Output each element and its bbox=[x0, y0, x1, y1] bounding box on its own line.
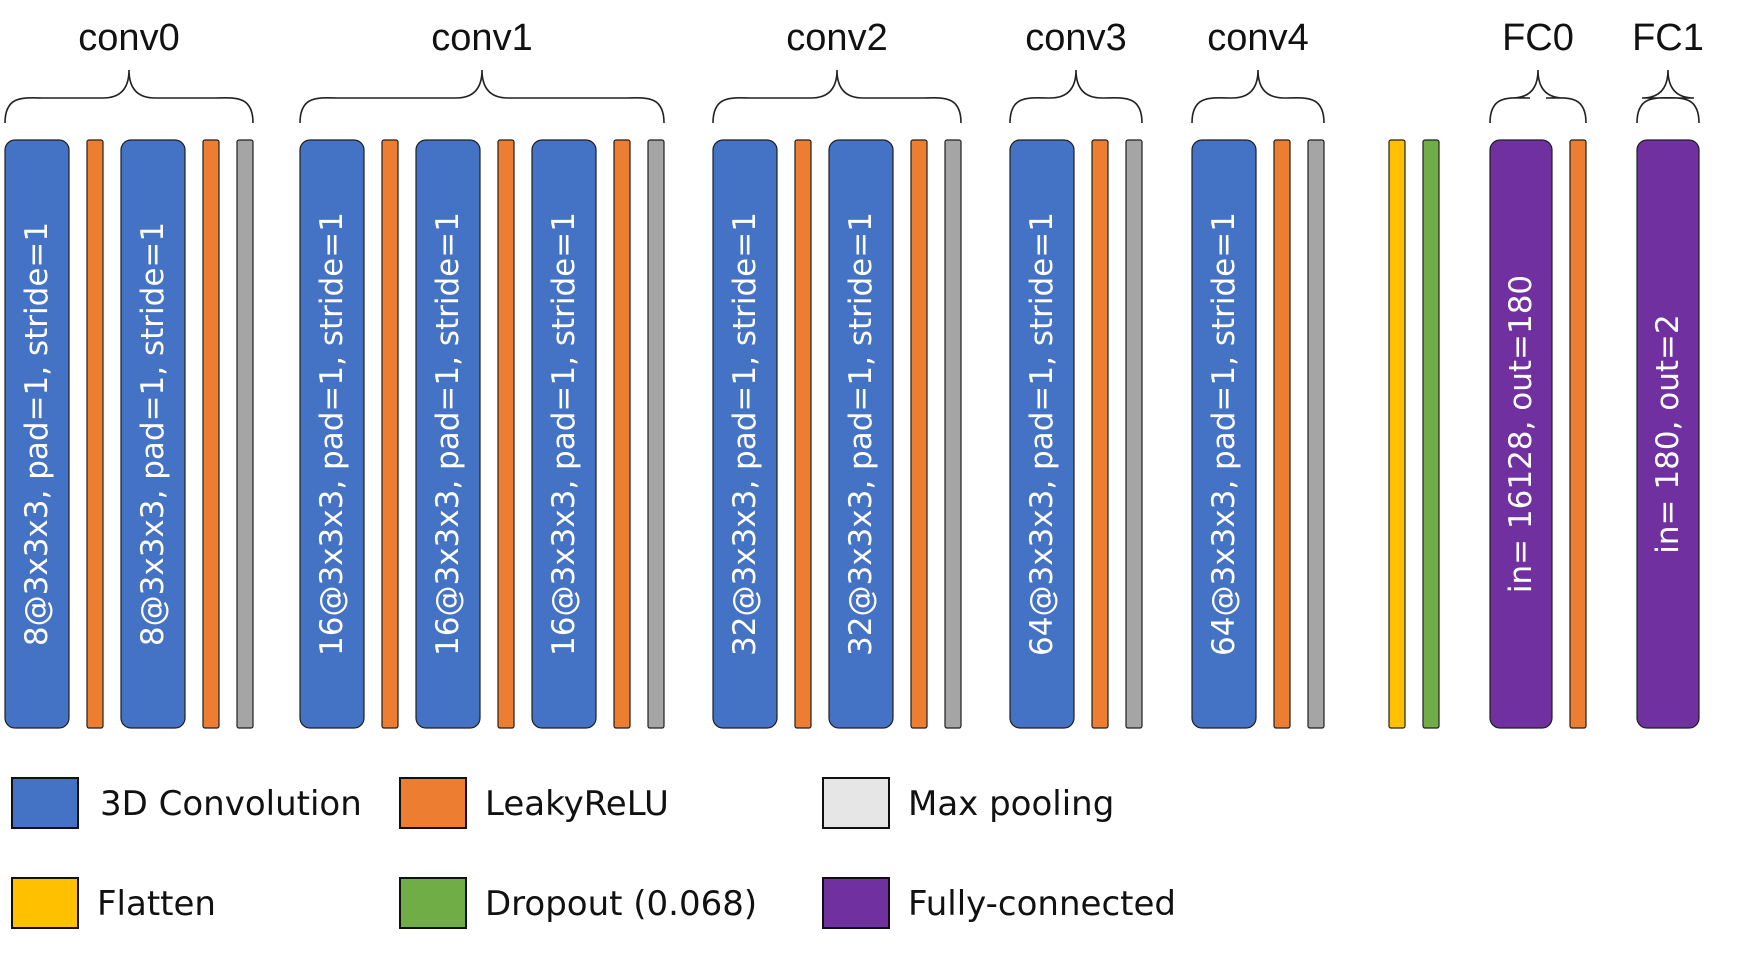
layer-group-conv3: 64@3x3x3, pad=1, stride=1 conv3 bbox=[1009, 17, 1143, 729]
legend-label: Fully-connected bbox=[908, 884, 1176, 924]
legend-item-leakyrelu: LeakyReLU bbox=[399, 777, 669, 829]
layer-group-FC1: in= 180, out=2 FC1 bbox=[1632, 17, 1704, 729]
leakyrelu-layer bbox=[86, 139, 104, 729]
group-brace bbox=[299, 69, 665, 124]
layer-group-conv0: 8@3x3x3, pad=1, stride=1 8@3x3x3, pad=1, … bbox=[4, 17, 254, 729]
leakyrelu-layer bbox=[910, 139, 928, 729]
legend-label: 3D Convolution bbox=[100, 784, 362, 824]
conv3d-layer bbox=[1009, 139, 1075, 729]
layer-label: 32@3x3x3, pad=1, stride=1 bbox=[843, 212, 879, 656]
legend-swatch bbox=[822, 877, 890, 929]
legend-swatch bbox=[399, 777, 467, 829]
maxpool-layer bbox=[647, 139, 665, 729]
legend-label: Flatten bbox=[97, 884, 216, 924]
legend-item-fc: Fully-connected bbox=[822, 877, 1176, 929]
maxpool-layer bbox=[1125, 139, 1143, 729]
legend-item-flatten: Flatten bbox=[11, 877, 216, 929]
maxpool-layer bbox=[236, 139, 254, 729]
legend-swatch bbox=[11, 777, 79, 829]
fc-layer bbox=[1489, 139, 1553, 729]
fc-layer bbox=[1636, 139, 1700, 729]
group-brace bbox=[4, 69, 254, 124]
group-label: conv2 bbox=[786, 17, 887, 59]
maxpool-layer bbox=[1307, 139, 1325, 729]
conv3d-layer bbox=[4, 139, 70, 729]
group-brace bbox=[1191, 69, 1325, 124]
legend-label: Max pooling bbox=[908, 784, 1114, 824]
layer-group-conv4: 64@3x3x3, pad=1, stride=1 conv4 bbox=[1191, 17, 1325, 729]
legend: 3D Convolution LeakyReLU Max poolingFlatte… bbox=[11, 777, 1176, 929]
layer-label: 64@3x3x3, pad=1, stride=1 bbox=[1024, 212, 1060, 656]
legend-item-maxpool: Max pooling bbox=[822, 777, 1114, 829]
leakyrelu-layer bbox=[1091, 139, 1109, 729]
leakyrelu-layer bbox=[1273, 139, 1291, 729]
conv3d-layer bbox=[828, 139, 894, 729]
layer-label: 32@3x3x3, pad=1, stride=1 bbox=[727, 212, 763, 656]
layer-label: 16@3x3x3, pad=1, stride=1 bbox=[546, 212, 582, 656]
leakyrelu-layer bbox=[497, 139, 515, 729]
conv3d-layer bbox=[120, 139, 186, 729]
conv3d-layer bbox=[1191, 139, 1257, 729]
group-label: FC0 bbox=[1502, 17, 1574, 59]
dropout-layer bbox=[1422, 139, 1440, 729]
flatten-layer bbox=[1388, 139, 1406, 729]
leakyrelu-layer bbox=[794, 139, 812, 729]
group-label: conv3 bbox=[1025, 17, 1126, 59]
conv3d-layer bbox=[415, 139, 481, 729]
layer-label: 16@3x3x3, pad=1, stride=1 bbox=[314, 212, 350, 656]
conv3d-layer bbox=[712, 139, 778, 729]
group-brace bbox=[712, 69, 962, 124]
legend-swatch bbox=[11, 877, 79, 929]
layer-group-FC0: in= 16128, out=180 FC0 bbox=[1489, 17, 1587, 729]
group-brace bbox=[1636, 69, 1700, 124]
layer-group-flatten-dropout bbox=[1388, 139, 1440, 729]
legend-swatch bbox=[399, 877, 467, 929]
maxpool-layer bbox=[944, 139, 962, 729]
conv3d-layer bbox=[531, 139, 597, 729]
layer-label: 64@3x3x3, pad=1, stride=1 bbox=[1206, 212, 1242, 656]
layer-label: in= 16128, out=180 bbox=[1503, 275, 1539, 593]
group-label: FC1 bbox=[1632, 17, 1704, 59]
conv3d-layer bbox=[299, 139, 365, 729]
legend-item-conv: 3D Convolution bbox=[11, 777, 362, 829]
layer-group-conv2: 32@3x3x3, pad=1, stride=1 32@3x3x3, pad=1… bbox=[712, 17, 962, 729]
legend-label: Dropout (0.068) bbox=[485, 884, 757, 924]
leakyrelu-layer bbox=[613, 139, 631, 729]
layer-label: 8@3x3x3, pad=1, stride=1 bbox=[135, 222, 171, 646]
group-brace bbox=[1489, 69, 1587, 124]
layer-label: 16@3x3x3, pad=1, stride=1 bbox=[430, 212, 466, 656]
layer-group-conv1: 16@3x3x3, pad=1, stride=1 16@3x3x3, pad=1… bbox=[299, 17, 665, 729]
legend-label: LeakyReLU bbox=[485, 784, 669, 824]
leakyrelu-layer bbox=[381, 139, 399, 729]
group-label: conv1 bbox=[431, 17, 532, 59]
group-label: conv0 bbox=[78, 17, 179, 59]
group-brace bbox=[1009, 69, 1143, 124]
layer-label: in= 180, out=2 bbox=[1650, 314, 1686, 553]
group-label: conv4 bbox=[1207, 17, 1308, 59]
leakyrelu-layer bbox=[1569, 139, 1587, 729]
leakyrelu-layer bbox=[202, 139, 220, 729]
layer-label: 8@3x3x3, pad=1, stride=1 bbox=[19, 222, 55, 646]
legend-swatch bbox=[822, 777, 890, 829]
legend-item-dropout: Dropout (0.068) bbox=[399, 877, 757, 929]
